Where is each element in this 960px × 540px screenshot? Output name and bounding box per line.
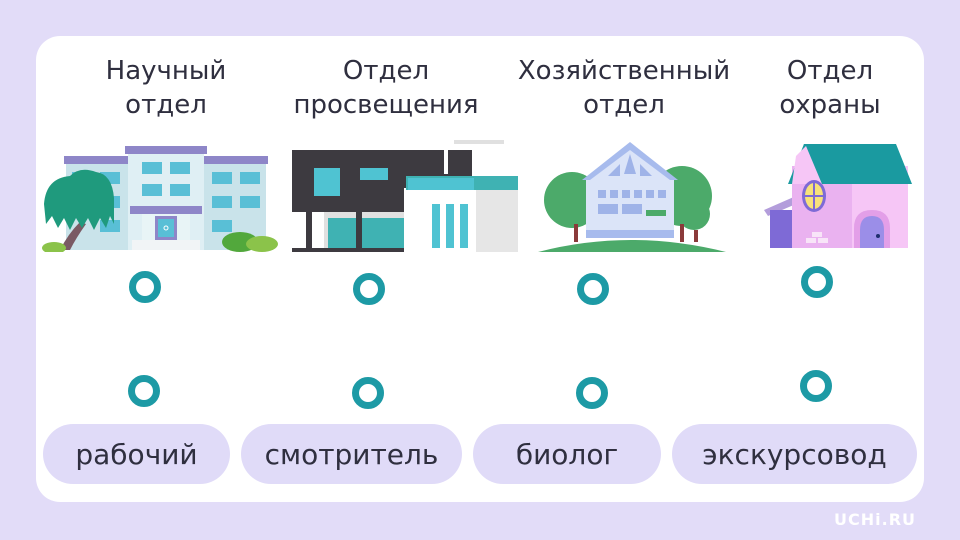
role-pill-caretaker[interactable]: смотритель <box>241 424 462 484</box>
title-line: отдел <box>583 90 665 120</box>
cottage-icon <box>538 142 726 252</box>
connector-dot-bottom-2[interactable] <box>352 377 384 409</box>
department-title-education: Отдел просвещения <box>276 54 496 122</box>
title-line: просвещения <box>293 90 479 120</box>
modern-building-icon <box>292 140 518 252</box>
role-pill-biologist[interactable]: биолог <box>473 424 661 484</box>
role-pill-guide[interactable]: экскурсовод <box>672 424 917 484</box>
role-pill-worker[interactable]: рабочий <box>43 424 230 484</box>
brand-logo: UCHi.RU <box>834 510 916 529</box>
connector-dot-top-1[interactable] <box>129 271 161 303</box>
school-building-icon <box>42 146 278 252</box>
title-line: Отдел <box>342 56 430 86</box>
department-title-security: Отдел охраны <box>760 54 900 122</box>
pink-house-icon <box>764 144 912 248</box>
title-line: Хозяйственный <box>517 56 731 86</box>
connector-dot-bottom-3[interactable] <box>576 377 608 409</box>
connector-dot-top-4[interactable] <box>801 266 833 298</box>
connector-dot-bottom-4[interactable] <box>800 370 832 402</box>
role-label: рабочий <box>75 437 198 471</box>
department-title-household: Хозяйственный отдел <box>494 54 754 122</box>
title-line: охраны <box>779 90 881 120</box>
title-line: Научный <box>105 56 227 86</box>
role-label: экскурсовод <box>702 437 887 471</box>
role-label: биолог <box>515 437 619 471</box>
connector-dot-top-2[interactable] <box>353 273 385 305</box>
connector-dot-bottom-1[interactable] <box>128 375 160 407</box>
title-line: Отдел <box>786 56 874 86</box>
role-label: смотритель <box>264 437 439 471</box>
connector-dot-top-3[interactable] <box>577 273 609 305</box>
title-line: отдел <box>125 90 207 120</box>
department-title-science: Научный отдел <box>66 54 266 122</box>
